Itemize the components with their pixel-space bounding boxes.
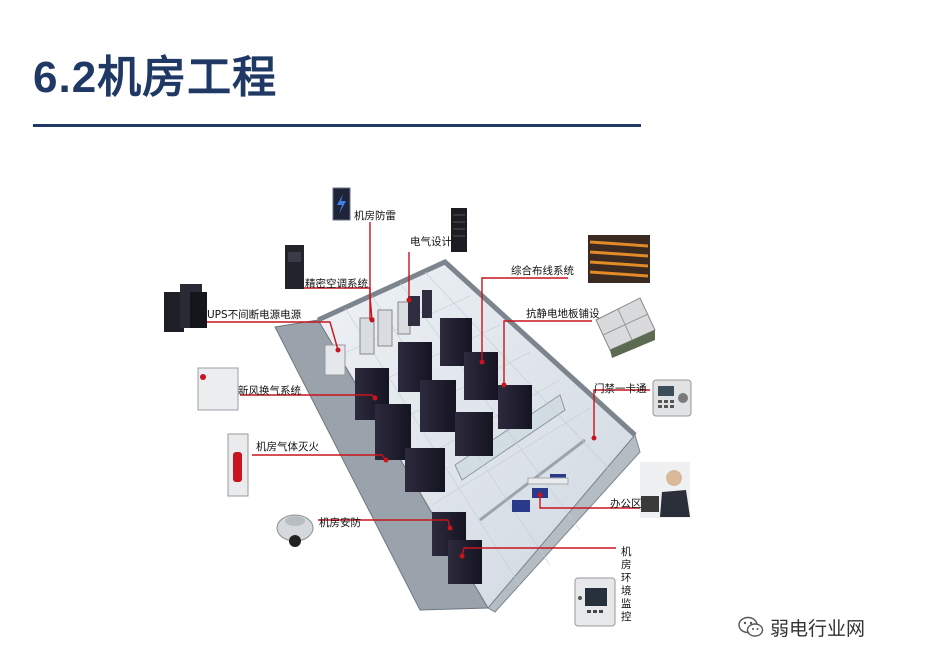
watermark: 弱电行业网: [738, 614, 865, 640]
label-security: 机房安防: [319, 517, 361, 529]
slide-title: 6.2机房工程: [33, 53, 278, 102]
label-cabling: 综合布线系统: [511, 265, 574, 277]
ups-unit-in-room: [324, 344, 346, 376]
raised-floor-image: [595, 297, 656, 358]
label-office: 办公区: [610, 498, 642, 510]
cabling-image: [588, 235, 650, 283]
wechat-icon: [738, 616, 764, 637]
label-ups: UPS不间断电源电源: [207, 309, 302, 321]
access-control-image: [652, 379, 692, 417]
server-racks: [355, 318, 532, 584]
gas-extinguisher-image: [227, 433, 249, 497]
label-gas-fire: 机房气体灭火: [256, 441, 319, 453]
watermark-text: 弱电行业网: [770, 617, 866, 640]
room-3d-view: [274, 259, 641, 613]
power-cabinet-2: [422, 290, 432, 318]
precision-ac-image: [285, 245, 304, 289]
label-fresh-air: 新风换气系统: [238, 385, 301, 397]
label-electrical-design: 电气设计: [410, 236, 452, 248]
label-antistatic-floor: 抗静电地板铺设: [526, 308, 600, 320]
electrical-cabinet-image: [451, 208, 467, 252]
label-precision-ac: 精密空调系统: [305, 278, 368, 290]
leader-dots: [335, 297, 597, 559]
fresh-air-unit-image: [197, 367, 239, 411]
ups-image: [164, 284, 207, 332]
leader-lines: [205, 222, 650, 557]
label-access-control: 门禁一卡通: [594, 383, 647, 395]
title-underline: [33, 124, 641, 127]
lightning-protector-image: [332, 187, 351, 221]
room-right-wall: [487, 433, 641, 613]
environment-monitor-image: [574, 577, 616, 627]
label-env-monitor: 机房环境监控: [621, 546, 632, 623]
label-lightning-protection: 机房防雷: [354, 210, 396, 222]
office-worker-image: [640, 462, 690, 518]
ac-unit-1: [359, 317, 375, 355]
power-cabinet-1: [408, 296, 420, 326]
room-back-wall-top: [316, 259, 637, 437]
security-camera-image: [276, 514, 314, 547]
ac-unit-2: [377, 309, 393, 347]
